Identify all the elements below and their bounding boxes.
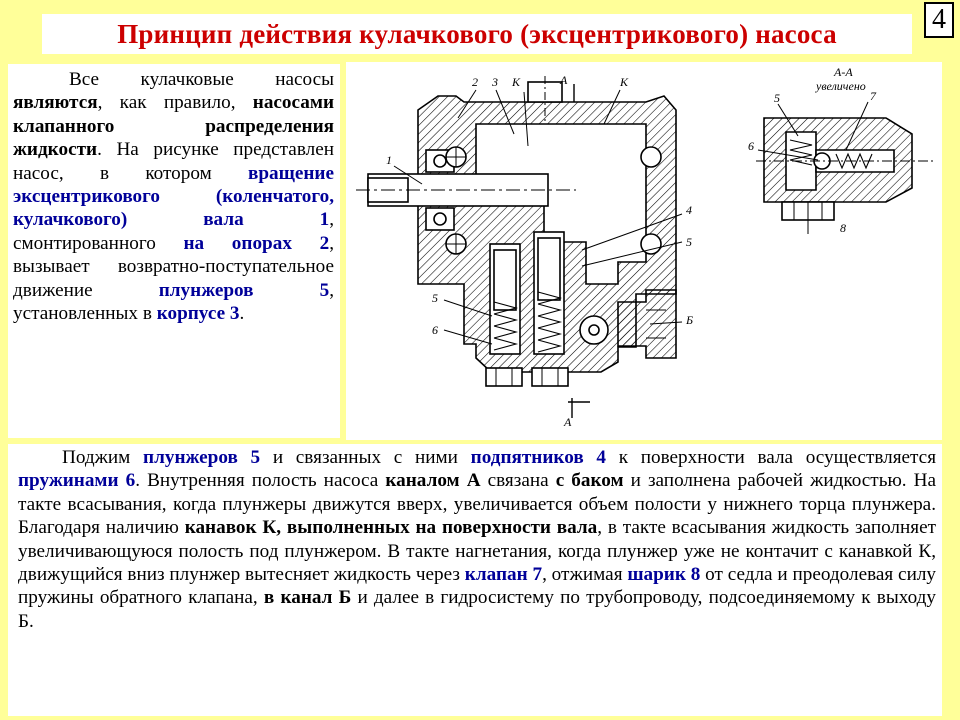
text-run: . На рисунке представлен насос, в которо…: [13, 139, 334, 184]
text-run: являются: [13, 92, 98, 114]
label-5b: 5: [432, 291, 438, 305]
pump-drawing: 1 2 3 К А К 4 5 5 6 Б А А-А увелич: [356, 65, 934, 429]
section-label-8: 8: [840, 221, 846, 235]
text-run: насосами клапанного распределения жидкос…: [13, 92, 334, 161]
text-run: , как правило,: [97, 92, 253, 114]
text-run: пружинами 6: [18, 470, 136, 492]
text-run: , смонтированного: [13, 209, 334, 254]
bottom-paragraph: Поджим плунжеров 5 и связанных с ними по…: [18, 446, 936, 633]
text-run: , установленных в: [13, 279, 334, 325]
text-run: и заполнена рабочей жидкостью. На такте …: [18, 470, 937, 539]
label-2: 2: [472, 75, 478, 89]
section-aa-view: [756, 101, 934, 234]
text-run: канавок К, выполненных на поверхности ва…: [184, 517, 598, 539]
label-4: 4: [686, 203, 692, 217]
text-run: с баком: [555, 470, 624, 492]
text-run: корпусе 3: [156, 303, 240, 325]
text-run: к поверхности вала осуществляется: [606, 447, 937, 468]
section-label-5: 5: [774, 91, 780, 105]
text-run: шарик 8: [627, 564, 701, 586]
text-run: клапан 7: [464, 564, 543, 586]
label-3: 3: [491, 75, 498, 89]
text-run: . Внутренняя полость насоса: [135, 470, 386, 492]
text-run: вращение эксцентрикового (коленчатого, к…: [13, 162, 334, 231]
left-paragraph: Все кулачковые насосы являются, как прав…: [13, 68, 334, 325]
pump-figure: 1 2 3 К А К 4 5 5 6 Б А А-А увелич: [346, 62, 942, 440]
section-title: А-А: [833, 65, 853, 79]
text-run: в канал Б: [263, 587, 352, 609]
section-label-6: 6: [748, 139, 754, 153]
label-b: Б: [685, 313, 693, 327]
label-a: А: [559, 73, 568, 87]
slide-title: Принцип действия кулачкового (эксцентрик…: [117, 18, 837, 49]
text-run: , отжимая: [542, 564, 628, 586]
label-1: 1: [386, 153, 392, 167]
label-5a: 5: [686, 235, 692, 249]
text-run: плунжеров 5: [158, 279, 330, 301]
label-a2: А: [563, 415, 572, 429]
text-run: плунжеров 5: [143, 447, 261, 468]
text-run: на опорах 2: [183, 232, 330, 254]
bottom-text-panel: Поджим плунжеров 5 и связанных с ними по…: [8, 444, 942, 716]
slide-number: 4: [924, 2, 954, 38]
text-run: от седла и преодолевая силу пружины обра…: [18, 564, 937, 609]
text-run: , вызывает возвратно-поступательное движ…: [13, 232, 334, 301]
text-run: каналом А: [385, 470, 481, 492]
label-k1: К: [511, 75, 521, 89]
text-run: .: [239, 303, 245, 325]
text-run: и связанных с ними: [260, 447, 471, 468]
section-label-7: 7: [870, 89, 877, 103]
section-subtitle: увеличено: [815, 79, 866, 93]
text-run: Поджим: [62, 447, 144, 468]
label-6: 6: [432, 323, 438, 337]
title-bar: Принцип действия кулачкового (эксцентрик…: [42, 14, 912, 54]
main-section-view: [356, 76, 683, 418]
text-run: Все кулачковые насосы: [69, 69, 334, 90]
text-run: связана: [480, 470, 556, 492]
text-run: и далее в гидросистему по трубопроводу, …: [18, 587, 936, 632]
text-run: подпятников 4: [470, 447, 606, 468]
left-text-panel: Все кулачковые насосы являются, как прав…: [8, 64, 340, 438]
text-run: , в такте всасывания жидкость заполняет …: [18, 517, 937, 586]
label-k2: К: [619, 75, 629, 89]
